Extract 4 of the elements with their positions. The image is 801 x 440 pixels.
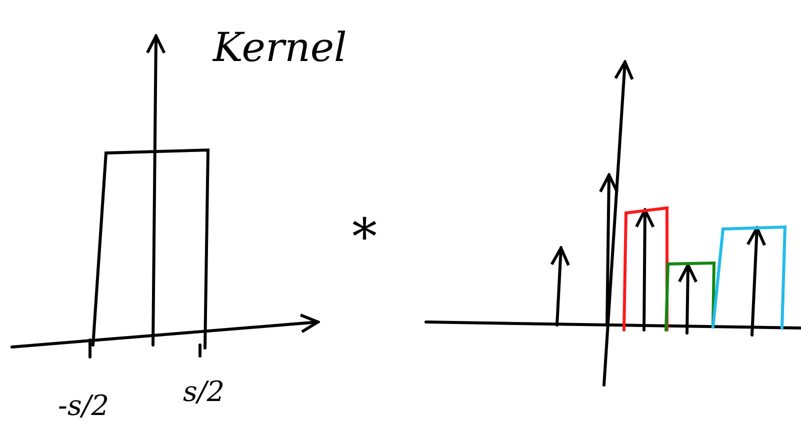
convolution-symbol: * <box>352 212 377 262</box>
kernel-label: Kernel <box>213 28 347 68</box>
tick-label: s/2 <box>183 378 225 406</box>
tick-label: -s/2 <box>58 392 110 420</box>
